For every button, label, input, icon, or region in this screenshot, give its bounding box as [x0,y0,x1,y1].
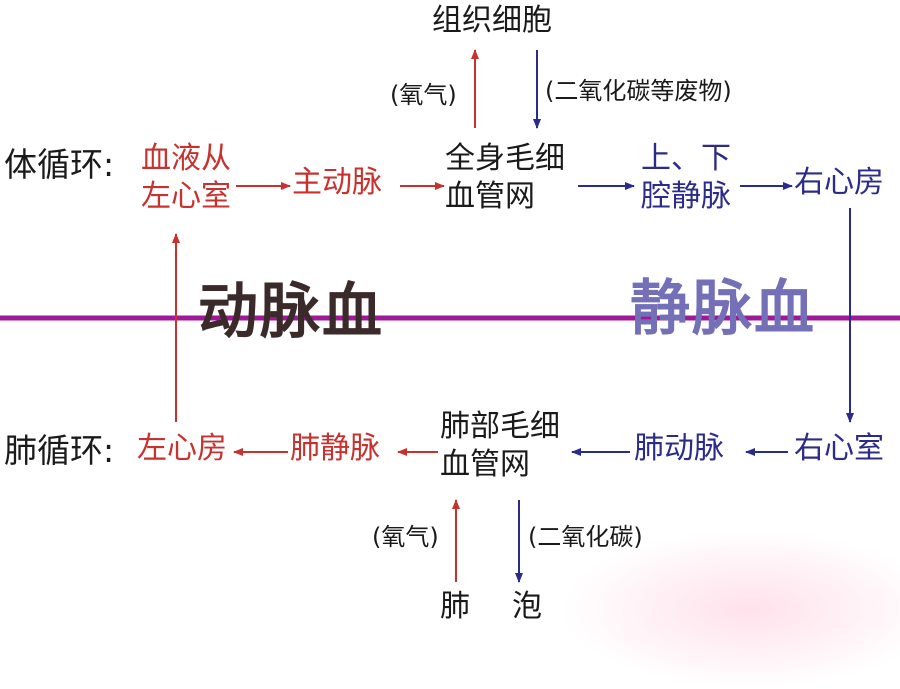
arterial-blood-label: 动脉血 [198,277,384,347]
oxygen-label-top: (氧气) [390,81,457,109]
systemic-circulation-label: 体循环: [4,145,115,184]
left-ventricle-line-1: 血液从 [141,141,231,176]
venae-cavae: 上、下 腔静脉 [636,140,736,215]
pulmonary-artery-label: 肺动脉 [634,431,724,466]
right-ventricle-label: 右心室 [794,431,884,466]
lung-capillaries-line-2: 血管网 [440,446,530,482]
body-capillaries-line-2: 血管网 [445,178,535,214]
tissue-cells-label: 组织细胞 [432,3,552,38]
venous-blood-label: 静脉血 [630,274,816,344]
left-atrium-label: 左心房 [137,431,227,466]
right-atrium-label: 右心房 [794,165,884,200]
body-capillaries-line-1: 全身毛细 [445,141,565,176]
co2-label-bottom: (二氧化碳) [528,523,643,551]
venae-cavae-line-1: 上、下 [641,141,731,176]
oxygen-label-bottom: (氧气) [372,523,439,551]
venae-cavae-line-2: 腔静脉 [641,178,731,214]
pulmonary-vein-label: 肺静脉 [290,431,380,466]
blood-circulation-diagram: 组织细胞 (氧气) (二氧化碳等废物) 体循环: 血液从 左心室 主动脉 全身毛… [0,3,900,689]
lung-capillaries: 肺部毛细 血管网 [440,408,560,483]
aorta-label: 主动脉 [292,165,382,200]
body-capillaries: 全身毛细 血管网 [445,140,565,215]
arrow-layer [0,49,900,583]
co2-waste-label: (二氧化碳等废物) [545,77,732,105]
left-ventricle-line-2: 左心室 [141,178,231,214]
lung-capillaries-line-1: 肺部毛细 [440,409,560,444]
alveoli-char-1: 肺 [440,589,470,624]
left-ventricle-source: 血液从 左心室 [136,140,236,215]
pulmonary-circulation-label: 肺循环: [4,431,115,470]
alveoli-char-2: 泡 [512,589,542,624]
